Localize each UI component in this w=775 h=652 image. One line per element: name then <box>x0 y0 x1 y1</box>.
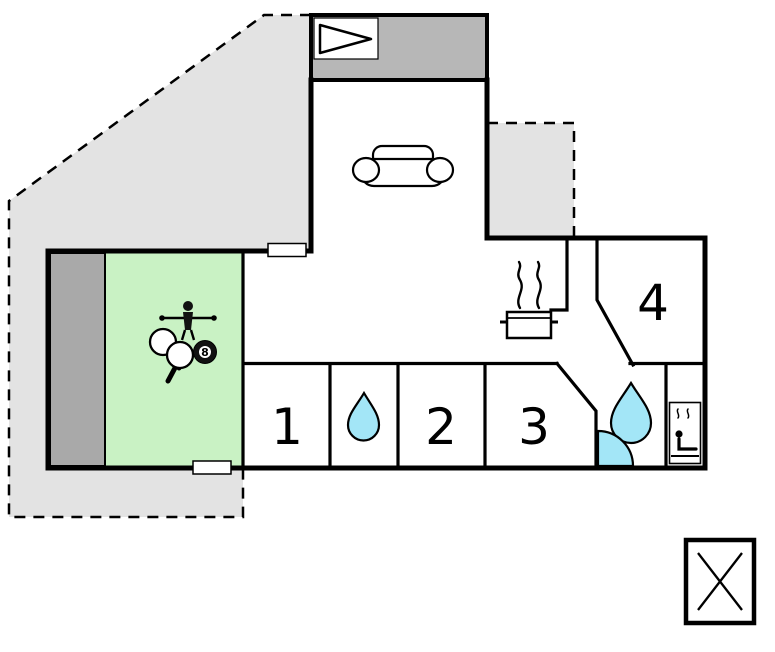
steam-line-left <box>517 260 523 310</box>
window-marker-bottom <box>192 460 232 475</box>
interior-walls <box>241 238 707 470</box>
stove-icon <box>500 260 558 340</box>
room-3-label: 3 <box>518 398 550 456</box>
foosball-icon <box>159 301 217 341</box>
foosball-player-head <box>183 301 193 311</box>
garage-room <box>48 251 107 468</box>
foosball-rod-end-right <box>211 315 217 321</box>
steam-line-right <box>536 260 542 310</box>
room-4-label: 4 <box>637 274 669 332</box>
paddle-blade-2 <box>165 340 195 370</box>
foosball-player-legs <box>180 329 196 341</box>
sauna-person-body <box>677 437 698 451</box>
room-1-label: 1 <box>271 398 303 456</box>
foosball-rod-end-left <box>159 315 165 321</box>
terrace-right-dashed-outline <box>487 121 576 237</box>
door-swing-icon <box>596 429 635 468</box>
eight-ball-icon: 8 <box>193 340 217 364</box>
paddle-handle-2 <box>165 363 179 384</box>
sofa-armrest-left <box>351 156 381 184</box>
terrace-right <box>487 123 574 238</box>
pot-body <box>505 310 553 340</box>
sauna-icon <box>668 401 702 465</box>
sauna-steam <box>676 408 690 419</box>
water-drop-icon-large <box>609 380 653 445</box>
eight-ball-label: 8 <box>201 346 209 359</box>
crossed-square-x <box>697 552 743 611</box>
north-arrow-icon <box>318 23 373 55</box>
eight-ball-circle <box>199 346 211 358</box>
sofa-armrest-right <box>425 156 455 184</box>
foosball-player-body <box>183 312 193 330</box>
sofa-icon <box>351 144 455 188</box>
window-marker-top <box>267 242 307 258</box>
crossed-square-icon <box>683 537 757 626</box>
sauna-cabin <box>668 401 702 465</box>
table-tennis-icon <box>148 327 195 384</box>
terrace-left-dashed-outline <box>7 13 311 519</box>
water-drop-icon-small <box>346 390 381 442</box>
outer-walls <box>45 77 708 471</box>
sauna-person-head <box>675 430 683 438</box>
room-2-label: 2 <box>425 398 457 456</box>
